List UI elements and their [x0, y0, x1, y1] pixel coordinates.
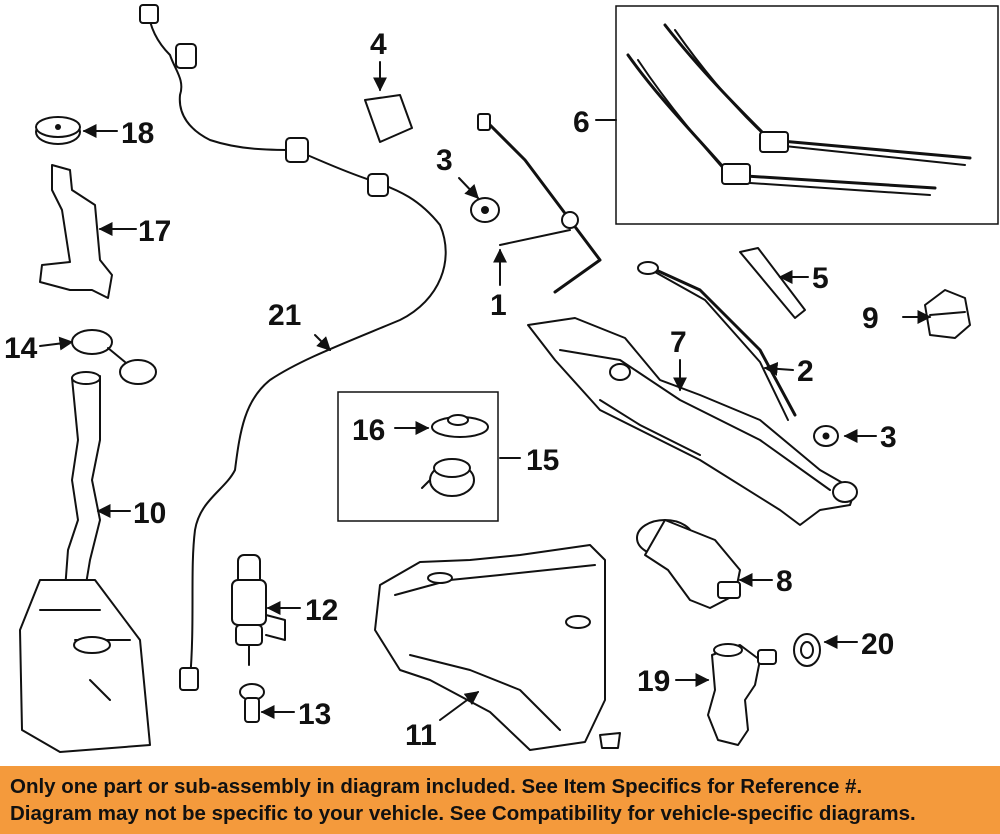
- callout-8: 8: [776, 565, 793, 598]
- callout-10: 10: [133, 497, 166, 530]
- bracket-part-17: [39, 164, 113, 299]
- callout-7: 7: [670, 326, 687, 359]
- callout-5: 5: [812, 262, 829, 295]
- motor-part-15: [421, 458, 475, 497]
- callout-9: 9: [862, 302, 879, 335]
- callout-18: 18: [121, 117, 154, 150]
- washer-pump-part-12: [231, 554, 286, 666]
- wiper-arm-part-1: [477, 113, 602, 294]
- callout-15: 15: [526, 444, 559, 477]
- disclaimer-line-2: Diagram may not be specific to your vehi…: [10, 802, 916, 825]
- wiper-linkage-part-7: [527, 317, 858, 526]
- filler-cap-part-14: [71, 329, 157, 385]
- grommet-part-13: [239, 683, 265, 723]
- callout-2: 2: [797, 355, 814, 388]
- reservoir-tank: [19, 579, 151, 753]
- wiper-arm-part-2: [637, 261, 797, 421]
- grommet-part-18: [35, 116, 81, 145]
- washer-hose-part-21: [139, 4, 447, 691]
- wiper-motor-part-8: [636, 519, 741, 609]
- grommet-part-20: [793, 633, 821, 667]
- disclaimer-line-1: Only one part or sub-assembly in diagram…: [10, 775, 863, 798]
- reservoir-part-11: [374, 544, 621, 751]
- callout-16: 16: [352, 414, 385, 447]
- leader-arrows: [39, 61, 932, 721]
- sub-assembly-box-15: [337, 391, 499, 522]
- callout-1: 1: [490, 289, 507, 322]
- wiper-blades-part-6: [626, 23, 972, 196]
- cap-part-4: [364, 94, 413, 143]
- callout-12: 12: [305, 594, 338, 627]
- cover-part-9: [924, 289, 971, 339]
- callout-19: 19: [637, 665, 670, 698]
- callout-3-upper: 3: [436, 144, 453, 177]
- parts-diagram: 4 3 18 17 14 21 16 15 10 12 13 11 6 1 5 …: [4, 4, 999, 753]
- callout-4: 4: [370, 28, 387, 61]
- nut-part-3a: [470, 197, 500, 223]
- cover-part-5: [739, 247, 806, 319]
- callout-6: 6: [573, 106, 590, 139]
- callout-13: 13: [298, 698, 331, 731]
- callout-14: 14: [4, 332, 38, 365]
- callout-20: 20: [861, 628, 894, 661]
- wiper-blades-box-6: [615, 5, 999, 225]
- seal-part-16: [431, 414, 489, 438]
- pump-part-19: [707, 643, 777, 746]
- filler-neck-part-10: [64, 375, 101, 591]
- callout-11: 11: [405, 719, 437, 752]
- callout-3-lower: 3: [880, 421, 897, 454]
- callout-17: 17: [138, 215, 171, 248]
- disclaimer-banner: Only one part or sub-assembly in diagram…: [0, 766, 1000, 834]
- callout-21: 21: [268, 299, 301, 332]
- nut-part-3b: [813, 425, 839, 447]
